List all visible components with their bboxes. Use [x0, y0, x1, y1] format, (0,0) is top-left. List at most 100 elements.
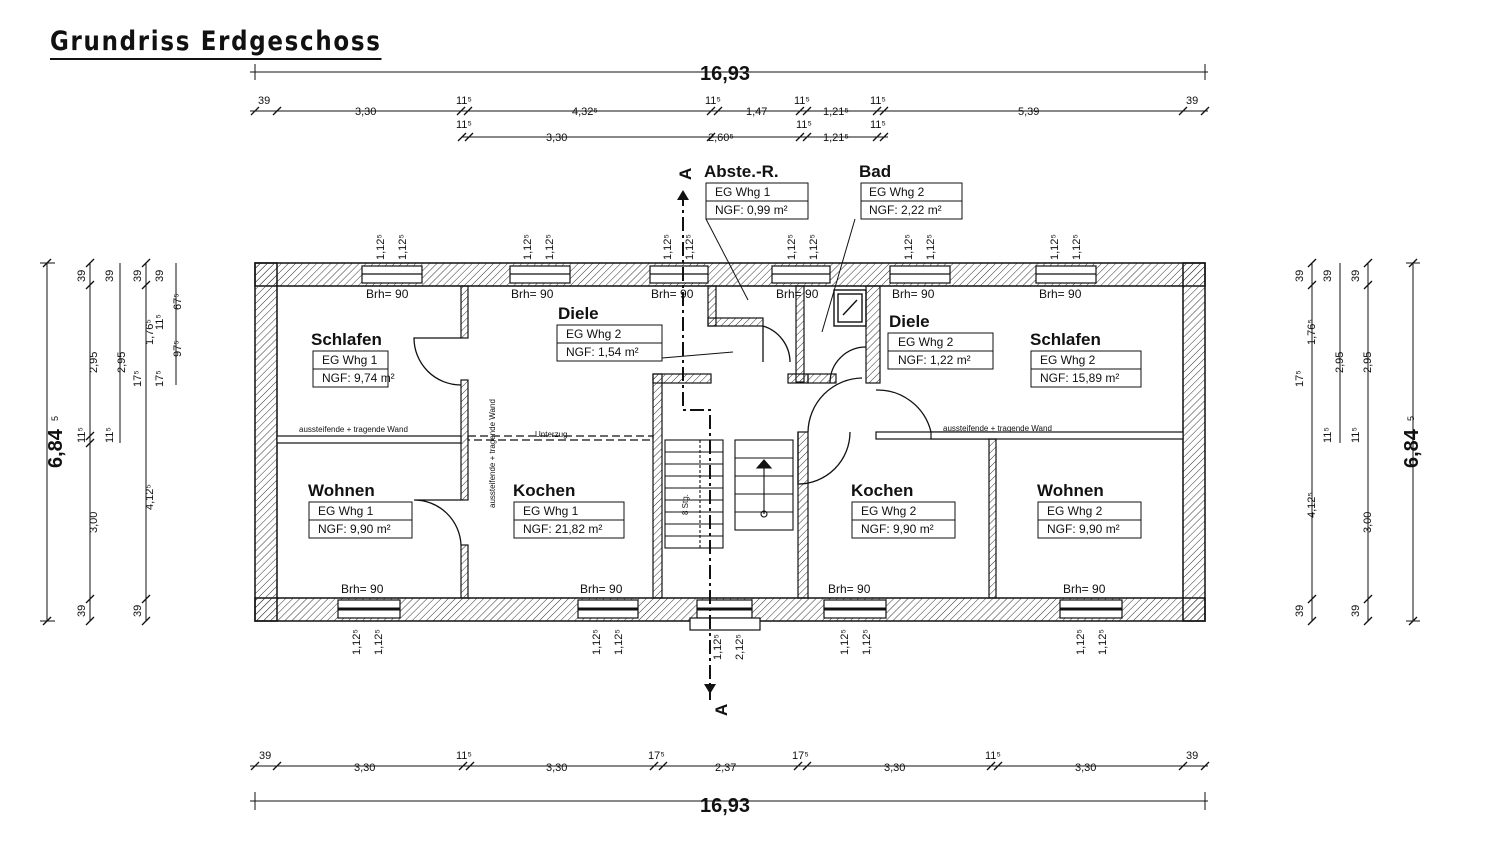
bottom-dim-3: 3,30 — [546, 762, 567, 774]
top-dim-1-4: 11⁵ — [705, 95, 721, 107]
svg-text:1,12⁵: 1,12⁵ — [925, 234, 937, 260]
room-area-bad: NGF: 2,22 m² — [869, 203, 942, 217]
room-unit-kochen-2: EG Whg 2 — [861, 504, 917, 518]
brh-label-bottom-3: Brh= 90 — [828, 582, 871, 596]
top-dim-1-10: 39 — [1186, 95, 1198, 107]
plan-title: Grundriss Erdgeschoss — [50, 26, 382, 60]
bottom-dim-1: 3,30 — [354, 762, 375, 774]
svg-text:1,12⁵: 1,12⁵ — [684, 234, 696, 260]
top-dim-2-4: 1,21⁵ — [823, 132, 849, 144]
svg-text:1,12⁵: 1,12⁵ — [1049, 234, 1061, 260]
wall-note-left: aussteifende + tragende Wand — [299, 425, 408, 434]
svg-text:39: 39 — [1322, 270, 1334, 282]
svg-text:1,12⁵: 1,12⁵ — [522, 234, 534, 260]
room-unit-wohnen-2: EG Whg 2 — [1047, 504, 1103, 518]
brh-label-top-4: Brh= 90 — [776, 287, 819, 301]
svg-text:1,12⁵: 1,12⁵ — [712, 634, 724, 660]
overall-depth-left: 6,84 — [45, 428, 67, 468]
room-name-kochen-1: Kochen — [513, 481, 575, 500]
room-area-schlafen-2: NGF: 15,89 m² — [1040, 371, 1119, 385]
overall-width-bottom: 16,93 — [700, 795, 750, 817]
svg-text:17⁵: 17⁵ — [154, 370, 166, 387]
svg-text:3,00: 3,00 — [88, 512, 100, 533]
beam-note: Unterzug — [535, 430, 567, 439]
room-area-kochen-2: NGF: 9,90 m² — [861, 522, 934, 536]
top-dim-1-8: 11⁵ — [870, 95, 886, 107]
svg-text:17⁵: 17⁵ — [1294, 370, 1306, 387]
svg-text:1,12⁵: 1,12⁵ — [591, 629, 603, 655]
top-dim-1-0: 39 — [258, 95, 270, 107]
svg-text:1,12⁵: 1,12⁵ — [1075, 629, 1087, 655]
svg-text:39: 39 — [1294, 605, 1306, 617]
svg-text:1,12⁵: 1,12⁵ — [1071, 234, 1083, 260]
svg-text:1,12⁵: 1,12⁵ — [351, 629, 363, 655]
brh-label-top-3: Brh= 90 — [651, 287, 694, 301]
top-dim-1-1: 3,30 — [355, 106, 376, 118]
svg-text:11⁵: 11⁵ — [76, 427, 88, 443]
top-dim-1-2: 11⁵ — [456, 95, 472, 107]
wall-note-right: aussteifende + tragende Wand — [943, 424, 1052, 433]
svg-text:4,12⁵: 4,12⁵ — [144, 484, 156, 510]
svg-text:39: 39 — [104, 270, 116, 282]
svg-text:39: 39 — [1294, 270, 1306, 282]
top-dim-1-6: 11⁵ — [794, 95, 810, 107]
room-area-wohnen-2: NGF: 9,90 m² — [1047, 522, 1120, 536]
svg-text:1,76⁵: 1,76⁵ — [1306, 319, 1318, 345]
stair-note: 8 Stg. — [681, 494, 690, 515]
bottom-dim-2: 11⁵ — [456, 750, 472, 762]
room-unit-diele-1: EG Whg 2 — [566, 327, 622, 341]
room-area-wohnen-1: NGF: 9,90 m² — [318, 522, 391, 536]
room-unit-schlafen-2: EG Whg 2 — [1040, 353, 1096, 367]
room-leader-lines — [661, 218, 856, 359]
svg-text:1,12⁵: 1,12⁵ — [397, 234, 409, 260]
room-area-diele-1: NGF: 1,54 m² — [566, 345, 639, 359]
svg-text:67⁵: 67⁵ — [172, 293, 184, 310]
bottom-dim-6: 17⁵ — [792, 750, 809, 762]
room-info-boxes — [308, 182, 1142, 539]
room-unit-bad: EG Whg 2 — [869, 185, 925, 199]
overall-depth-right-sup: 5 — [1406, 416, 1416, 421]
svg-text:2,95: 2,95 — [88, 352, 100, 373]
svg-text:11⁵: 11⁵ — [104, 427, 116, 443]
svg-text:2,95: 2,95 — [1362, 352, 1374, 373]
svg-text:4,12⁵: 4,12⁵ — [1306, 492, 1318, 518]
svg-text:1,12⁵: 1,12⁵ — [544, 234, 556, 260]
dimension-ticks — [42, 106, 1418, 771]
svg-text:1,12⁵: 1,12⁵ — [839, 629, 851, 655]
room-name-diele-1: Diele — [558, 304, 599, 323]
top-dim-1-9: 5,39 — [1018, 106, 1039, 118]
room-unit-abstellraum: EG Whg 1 — [715, 185, 771, 199]
bottom-dim-0: 39 — [259, 750, 271, 762]
room-name-diele-2: Diele — [889, 312, 930, 331]
svg-text:39: 39 — [1350, 605, 1362, 617]
top-dim-2-1: 3,30 — [546, 132, 567, 144]
svg-text:11⁵: 11⁵ — [154, 314, 166, 330]
room-name-wohnen-2: Wohnen — [1037, 481, 1104, 500]
svg-text:2,95: 2,95 — [1334, 352, 1346, 373]
top-dim-1-7: 1,21⁵ — [823, 106, 849, 118]
room-unit-diele-2: EG Whg 2 — [898, 335, 954, 349]
room-area-abstellraum: NGF: 0,99 m² — [715, 203, 788, 217]
svg-text:1,12⁵: 1,12⁵ — [375, 234, 387, 260]
room-name-abstellraum: Abste.-R. — [704, 162, 779, 181]
svg-text:11⁵: 11⁵ — [1350, 427, 1362, 443]
window-dimension-labels: 1,12⁵ 1,12⁵ 1,12⁵ 1,12⁵ 1,12⁵ 1,12⁵ 1,12… — [351, 234, 1109, 660]
room-area-kochen-1: NGF: 21,82 m² — [523, 522, 602, 536]
brh-label-top-1: Brh= 90 — [366, 287, 409, 301]
svg-text:1,12⁵: 1,12⁵ — [613, 629, 625, 655]
room-name-schlafen-2: Schlafen — [1030, 330, 1101, 349]
svg-text:39: 39 — [76, 605, 88, 617]
svg-text:2,95: 2,95 — [116, 352, 128, 373]
svg-text:97⁵: 97⁵ — [172, 340, 184, 357]
svg-text:39: 39 — [1350, 270, 1362, 282]
shower-tray — [833, 289, 867, 327]
bottom-dim-5: 2,37 — [715, 762, 736, 774]
svg-text:39: 39 — [76, 270, 88, 282]
svg-text:1,12⁵: 1,12⁵ — [1097, 629, 1109, 655]
door-swings — [413, 325, 932, 546]
room-name-schlafen-1: Schlafen — [311, 330, 382, 349]
svg-text:17⁵: 17⁵ — [132, 370, 144, 387]
interior-walls — [276, 285, 1184, 599]
overall-depth-right: 6,84 — [1401, 428, 1423, 468]
